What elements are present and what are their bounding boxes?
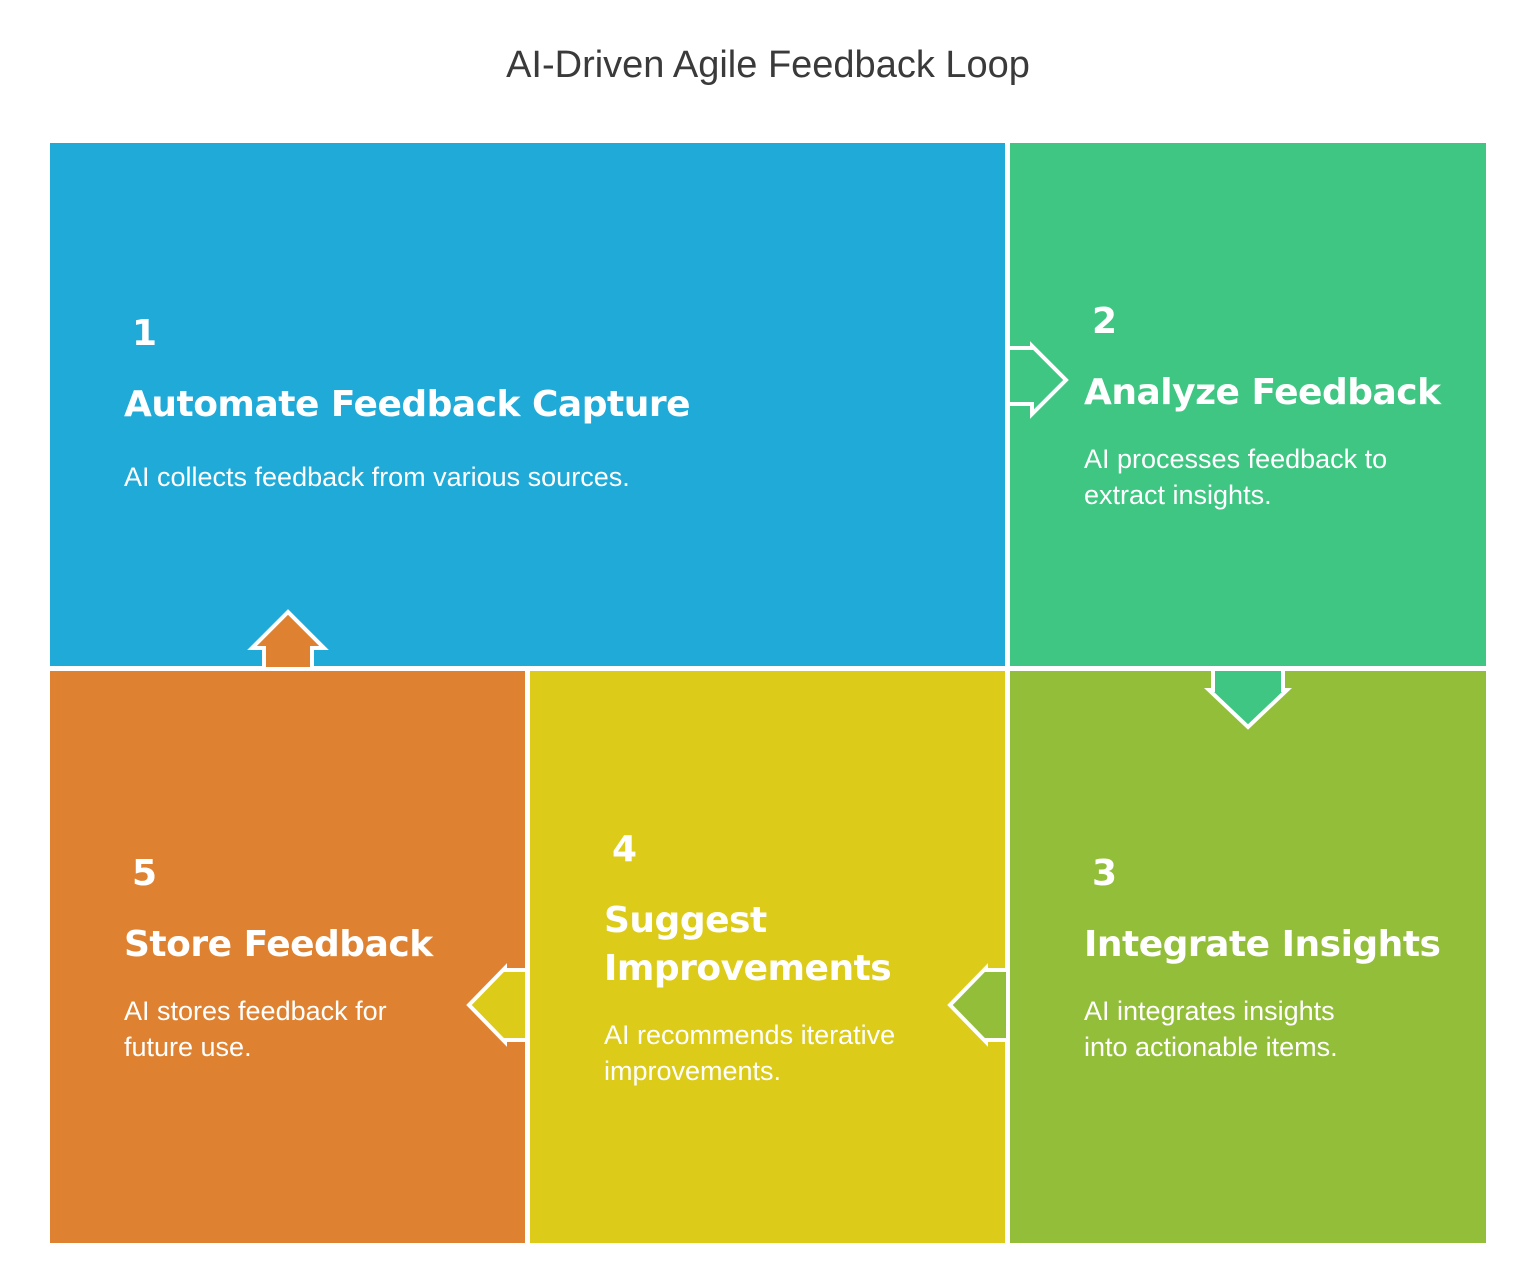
step-4-heading: Suggest Improvements	[604, 900, 892, 989]
step-4-panel: 4 Suggest Improvements AI recommends ite…	[530, 671, 1005, 1243]
step-3-number: 3	[1092, 853, 1118, 894]
step-4-description: AI recommends iterative improvements.	[604, 1020, 896, 1086]
step-1-panel: 1 Automate Feedback Capture AI collects …	[50, 143, 1005, 666]
step-5-description: AI stores feedback for future use.	[124, 996, 387, 1062]
step-2-heading: Analyze Feedback	[1084, 372, 1441, 413]
step-5-panel: 5 Store Feedback AI stores feedback for …	[50, 671, 525, 1243]
step-2-description: AI processes feedback to extract insight…	[1084, 444, 1388, 510]
step-3-panel: 3 Integrate Insights AI integrates insig…	[1010, 671, 1486, 1243]
step-1-number: 1	[132, 313, 158, 354]
step-3-heading: Integrate Insights	[1084, 924, 1441, 965]
step-3-description: AI integrates insights into actionable i…	[1084, 996, 1338, 1062]
diagram-title: AI-Driven Agile Feedback Loop	[506, 44, 1030, 86]
step-1-description: AI collects feedback from various source…	[124, 462, 630, 492]
step-2-number: 2	[1092, 301, 1118, 342]
step-5-number: 5	[132, 853, 158, 894]
step-4-number: 4	[612, 829, 638, 870]
step-5-heading: Store Feedback	[124, 924, 433, 965]
step-1-heading: Automate Feedback Capture	[124, 384, 691, 425]
step-2-panel: 2 Analyze Feedback AI processes feedback…	[1010, 143, 1486, 666]
